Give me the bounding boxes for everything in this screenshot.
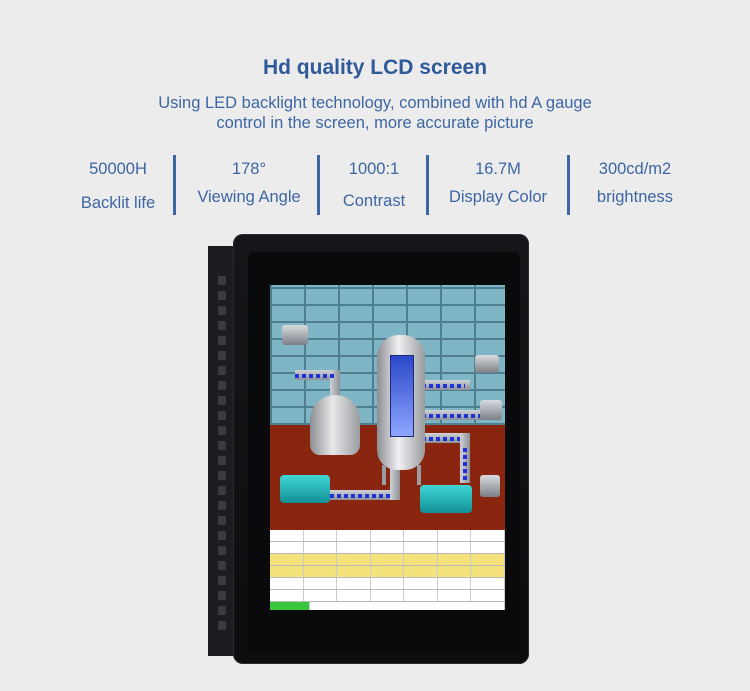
vent (218, 486, 226, 495)
vent (218, 306, 226, 315)
vent (218, 426, 226, 435)
valve (480, 400, 502, 420)
vent (218, 411, 226, 420)
vent (218, 396, 226, 405)
spec-brightness: 300cd/m2 brightness (585, 156, 685, 212)
spec-value: 300cd/m2 (598, 160, 672, 178)
table-row (270, 554, 505, 566)
vent (218, 471, 226, 480)
pipe (390, 465, 400, 500)
table-row (270, 578, 505, 590)
spec-divider (173, 155, 176, 215)
spec-label: Display Color (448, 188, 548, 206)
vent (218, 546, 226, 555)
spec-value: 1000:1 (348, 160, 400, 178)
vent (218, 561, 226, 570)
table-row (270, 566, 505, 578)
pump (280, 475, 330, 503)
valve (475, 355, 499, 373)
spec-divider (317, 155, 320, 215)
spec-divider (567, 155, 570, 215)
vent (218, 456, 226, 465)
vent (218, 606, 226, 615)
hmi-data-table (270, 530, 505, 610)
vent (218, 531, 226, 540)
spec-value: 16.7M (475, 160, 521, 178)
vent (218, 366, 226, 375)
vent (218, 351, 226, 360)
spec-label: Backlit life (80, 194, 156, 212)
pipe (330, 370, 340, 400)
tank-leg (417, 465, 421, 485)
vent (218, 321, 226, 330)
tank-leg (382, 465, 386, 485)
vent (218, 441, 226, 450)
spec-label: Contrast (342, 192, 406, 210)
spec-label: brightness (596, 188, 674, 206)
spec-contrast: 1000:1 Contrast (333, 156, 415, 216)
spec-label: Viewing Angle (197, 188, 301, 206)
mixing-tank (310, 395, 360, 455)
page-title: Hd quality LCD screen (262, 56, 488, 79)
vent (218, 591, 226, 600)
page-subtitle: Using LED backlight technology, combined… (95, 93, 655, 133)
vent (218, 501, 226, 510)
vent (218, 381, 226, 390)
vent (218, 576, 226, 585)
spec-value: 178° (231, 160, 267, 178)
status-row (270, 602, 505, 610)
valve (282, 325, 308, 345)
flow-indicator (330, 494, 390, 498)
level-gauge (390, 355, 414, 437)
spec-backlit-life: 50000H Backlit life (72, 156, 164, 218)
vent (218, 291, 226, 300)
spec-display-color: 16.7M Display Color (438, 156, 558, 212)
vent (218, 276, 226, 285)
flow-indicator (415, 437, 460, 441)
valve (480, 475, 500, 497)
flow-indicator (415, 384, 465, 388)
flow-indicator (415, 414, 485, 418)
status-cell (270, 602, 310, 610)
flow-indicator (463, 445, 467, 480)
monitor-screen (270, 285, 505, 610)
spec-value: 50000H (89, 160, 147, 178)
table-row (270, 590, 505, 602)
table-row (270, 530, 505, 542)
vent-slots (218, 276, 228, 636)
subtitle-line-2: control in the screen, more accurate pic… (216, 114, 534, 132)
vent (218, 621, 226, 630)
vent (218, 516, 226, 525)
subtitle-line-1: Using LED backlight technology, combined… (158, 94, 592, 112)
vent (218, 336, 226, 345)
table-row (270, 542, 505, 554)
flow-indicator (295, 374, 335, 378)
spec-divider (426, 155, 429, 215)
pump (420, 485, 472, 513)
spec-viewing-angle: 178° Viewing Angle (188, 156, 310, 212)
